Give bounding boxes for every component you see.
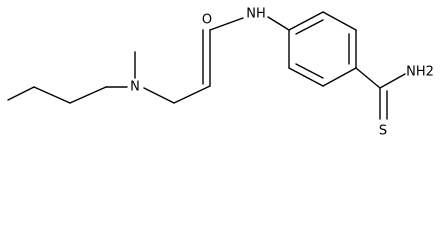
ring-bond-4 — [322, 67, 357, 87]
bond-ch2-ch2 — [173, 85, 211, 104]
sulfur-label: S — [379, 124, 387, 139]
thioamide-nh2-label: NH2 — [406, 65, 434, 80]
amide-nh-label: NH — [246, 7, 266, 22]
bond-thiocarbon-nh2 — [379, 73, 406, 89]
ring-inner-double-1 — [295, 19, 324, 35]
bond-ring-thiocarbon — [355, 67, 381, 89]
thioamide-group: NH2 S — [355, 65, 434, 139]
ring-bond-2 — [322, 11, 357, 31]
bond-c3-c4 — [69, 86, 107, 104]
bond-nh-ring — [267, 16, 290, 31]
carbonyl-oxygen-label: O — [202, 13, 212, 28]
bond-n-ch2 — [143, 87, 175, 104]
bond-c2-c3 — [33, 86, 71, 104]
chemical-structure-diagram: N O NH NH2 S — [7, 7, 434, 139]
ring-inner-double-3 — [295, 63, 324, 79]
dimethylamine-group: N — [130, 51, 175, 104]
propanamide-linker: O NH — [173, 7, 266, 104]
amine-nitrogen-label: N — [130, 80, 140, 95]
ring-bond-5 — [288, 67, 324, 87]
bond-carbonyl-nh — [209, 17, 244, 31]
ring-bond-1 — [288, 11, 324, 31]
benzene-ring — [267, 11, 357, 87]
butyl-chain — [7, 86, 128, 104]
bond-c1-c2 — [7, 86, 35, 101]
